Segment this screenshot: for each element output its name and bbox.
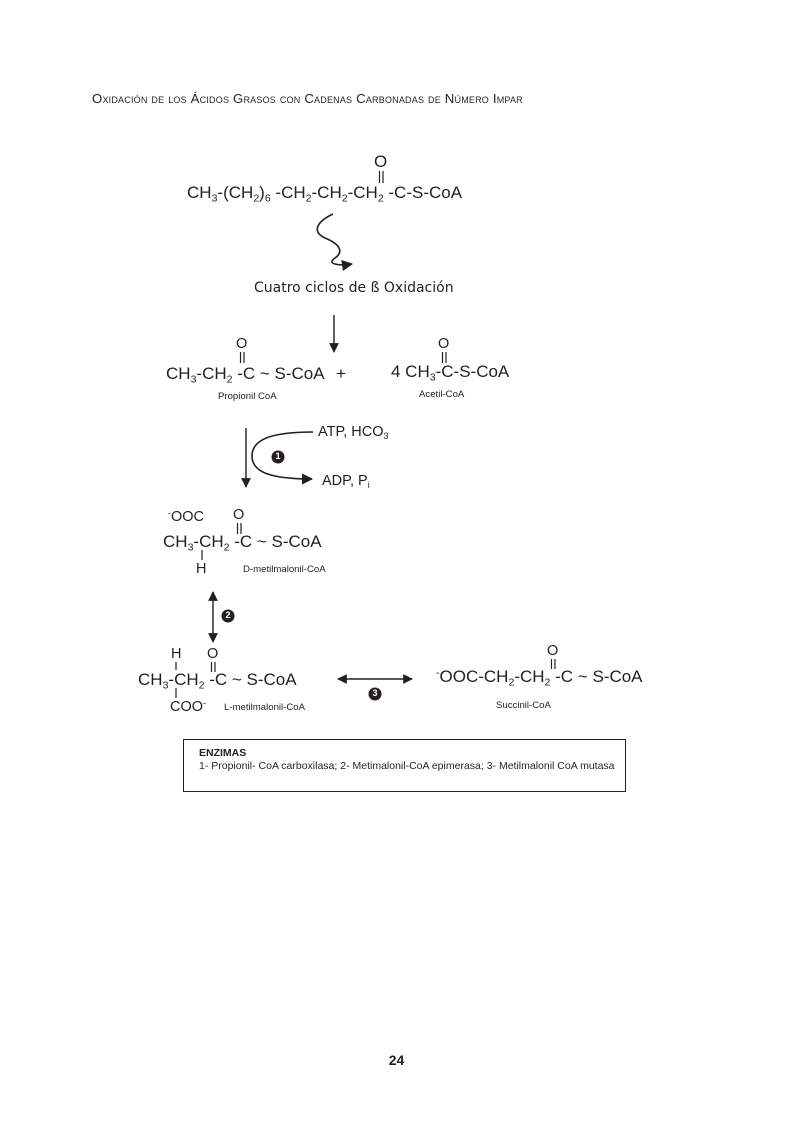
l-methylmalonyl-hydrogen: H <box>171 646 182 662</box>
d-methylmalonyl-formula: CH3-CH2 -C ~ S-CoA <box>163 532 322 554</box>
enzymes-box <box>183 739 626 792</box>
d-methylmalonyl-carboxyl: -OOC <box>168 508 205 525</box>
step3-number: 3 <box>372 688 378 698</box>
wavy-arrow <box>316 213 354 271</box>
l-methylmalonyl-carbonyl-oxygen: O <box>207 646 219 662</box>
acetyl-formula: 4 CH3-C-S-CoA <box>391 362 510 384</box>
succinyl-carbonyl-bond <box>550 659 556 669</box>
succinyl-carbonyl-oxygen: O <box>547 643 559 659</box>
substrate-carbonyl-oxygen: O <box>374 152 388 171</box>
l-methylmalonyl-formula: CH3-CH2 -C ~ S-CoA <box>138 670 297 692</box>
step1-output: ADP, Pi <box>322 473 370 491</box>
propionyl-carbonyl-oxygen: O <box>236 336 248 352</box>
l-methylmalonyl-name: L-metilmalonil-CoA <box>224 702 306 713</box>
plus-sign: + <box>336 364 346 383</box>
acetyl-carbonyl-oxygen: O <box>438 336 450 352</box>
enzymes-heading: ENZIMAS <box>199 747 247 759</box>
succinyl-name: Succinil-CoA <box>496 700 551 711</box>
cofactor-curve-arrow <box>251 431 314 485</box>
page-number: 24 <box>388 1052 405 1068</box>
l-methylmalonyl-carboxyl: COO- <box>170 698 207 715</box>
beta-oxidation-label: Cuatro ciclos de ß Oxidación <box>254 280 454 296</box>
step3-badge <box>368 687 382 701</box>
d-methylmalonyl-carbonyl-oxygen: O <box>233 507 245 523</box>
step2-number: 2 <box>225 610 231 620</box>
d-methylmalonyl-hydrogen: H <box>196 561 207 577</box>
substrate-carbonyl-bond <box>378 171 384 183</box>
page-title: Oxidación de los Ácidos Grasos con Caden… <box>92 91 523 106</box>
acetyl-carbonyl-bond <box>441 352 447 363</box>
substrate-formula: CH3-(CH2)6 -CH2-CH2-CH2 -C-S-CoA <box>187 183 463 205</box>
step1-number: 1 <box>275 451 281 461</box>
step1-input: ATP, HCO3 <box>318 424 389 442</box>
succinyl-formula: -OOC-CH2-CH2 -C ~ S-CoA <box>436 667 643 689</box>
step2-badge <box>221 609 235 623</box>
propionyl-formula: CH3-CH2 -C ~ S-CoA <box>166 364 325 386</box>
propionyl-name: Propionil CoA <box>218 391 277 402</box>
d-methylmalonyl-name: D-metilmalonil-CoA <box>243 564 326 575</box>
enzymes-list: 1- Propionil- CoA carboxilasa; 2- Metima… <box>199 760 615 772</box>
propionyl-carbonyl-bond <box>239 352 245 363</box>
step1-badge <box>271 450 285 464</box>
d-methylmalonyl-carbonyl-bond <box>236 523 242 534</box>
l-methylmalonyl-carbonyl-bond <box>210 662 216 672</box>
acetyl-name: Acetil-CoA <box>419 389 465 400</box>
